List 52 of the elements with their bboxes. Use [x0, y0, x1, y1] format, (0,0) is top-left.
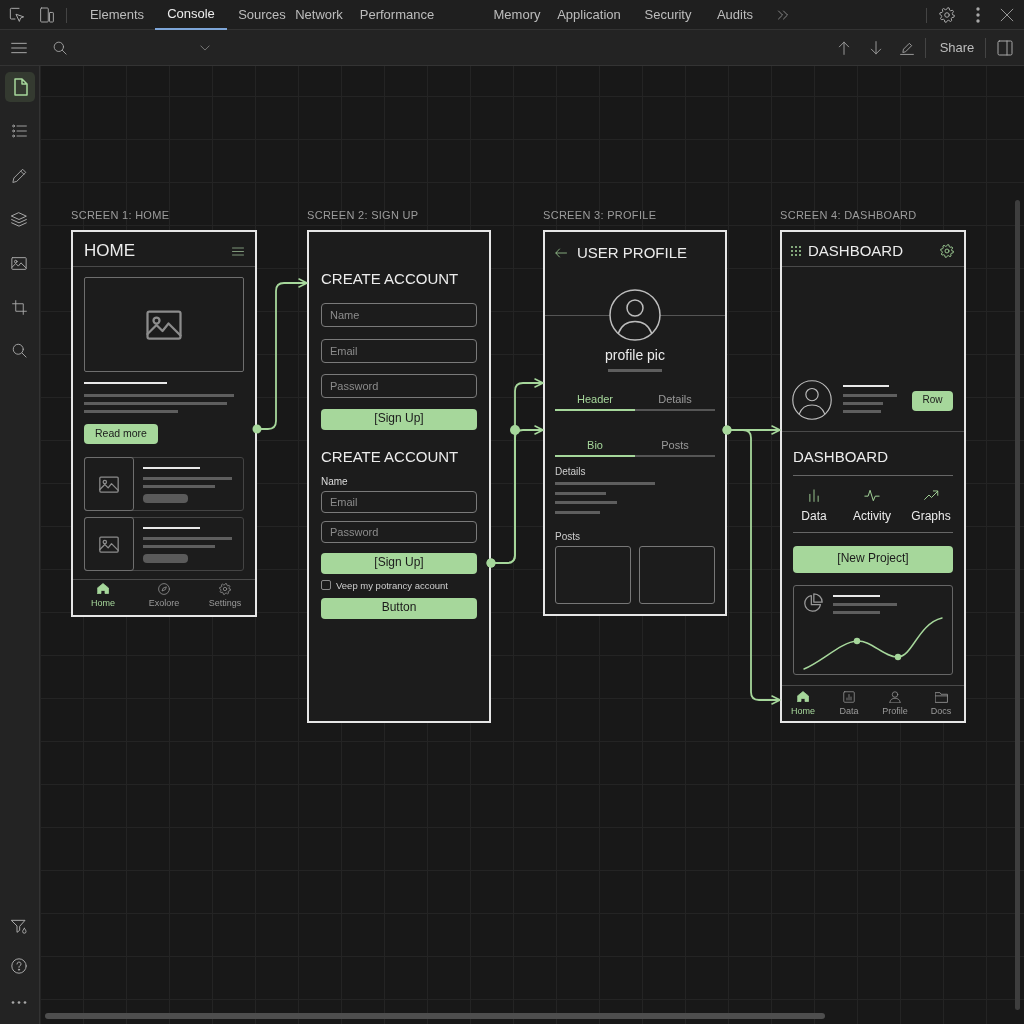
- tab: Bio: [555, 435, 635, 457]
- nav-label: Home: [790, 705, 816, 717]
- checkbox-label: Veep my potrancy account: [336, 580, 449, 592]
- section-label: Posts: [555, 531, 581, 543]
- nav-label: Docs: [929, 705, 953, 717]
- nav-label: Exolore: [147, 597, 181, 609]
- action-button: [New Project]: [793, 546, 953, 573]
- nav-label: Home: [90, 597, 116, 609]
- tab: Details: [635, 389, 715, 411]
- screen-title: SCREEN 4: DASHBOARD: [780, 208, 918, 222]
- stat-label: Data: [800, 509, 828, 524]
- screen-heading: DASHBOARD: [808, 241, 905, 261]
- tab-label: Security: [643, 6, 693, 24]
- tab-label: Elements: [88, 6, 146, 24]
- tab-label: Network: [294, 6, 344, 24]
- input-field: Email: [321, 491, 477, 513]
- flow-arrow: [252, 278, 308, 434]
- stat-label: Activity: [852, 509, 892, 524]
- tab-label: Memory: [492, 6, 542, 24]
- section-heading: DASHBOARD: [793, 447, 890, 467]
- screen-title: SCREEN 3: PROFILE: [543, 208, 658, 222]
- screen-heading: HOME: [84, 240, 136, 262]
- action-button: Button: [321, 598, 477, 619]
- tab-label: Application: [556, 6, 622, 24]
- avatar-caption: profile pic: [604, 346, 666, 364]
- flow-arrow: [722, 425, 781, 705]
- input-field: Name: [321, 303, 477, 327]
- tab-label: Audits: [715, 6, 755, 24]
- section-label: Details: [555, 466, 587, 478]
- input-field: Password: [321, 374, 477, 398]
- input-field: Email: [321, 339, 477, 363]
- screen-heading: CREATE ACCOUNT: [321, 447, 460, 467]
- screen-title: SCREEN 2: SIGN UP: [307, 208, 420, 222]
- field-label: Name: [321, 476, 349, 488]
- action-button: Read more: [84, 424, 158, 444]
- tab-label: Performance: [358, 6, 436, 24]
- tab: Header: [555, 389, 635, 411]
- screen-heading: CREATE ACCOUNT: [321, 269, 460, 289]
- share-label: Share: [938, 39, 976, 57]
- screen-title: SCREEN 1: HOME: [71, 208, 171, 222]
- action-button: [Sign Up]: [321, 409, 477, 430]
- nav-label: Settings: [207, 597, 243, 609]
- screen-heading: USER PROFILE: [577, 243, 689, 263]
- input-field: Password: [321, 521, 477, 543]
- nav-label: Data: [838, 705, 860, 717]
- nav-label: Profile: [881, 705, 909, 717]
- action-button: [Sign Up]: [321, 553, 477, 574]
- tab: Posts: [635, 435, 715, 457]
- stat-label: Graphs: [910, 509, 952, 524]
- flow-arrow: [486, 425, 544, 568]
- action-button: Row: [912, 391, 953, 411]
- tab-label: Sources: [237, 6, 287, 24]
